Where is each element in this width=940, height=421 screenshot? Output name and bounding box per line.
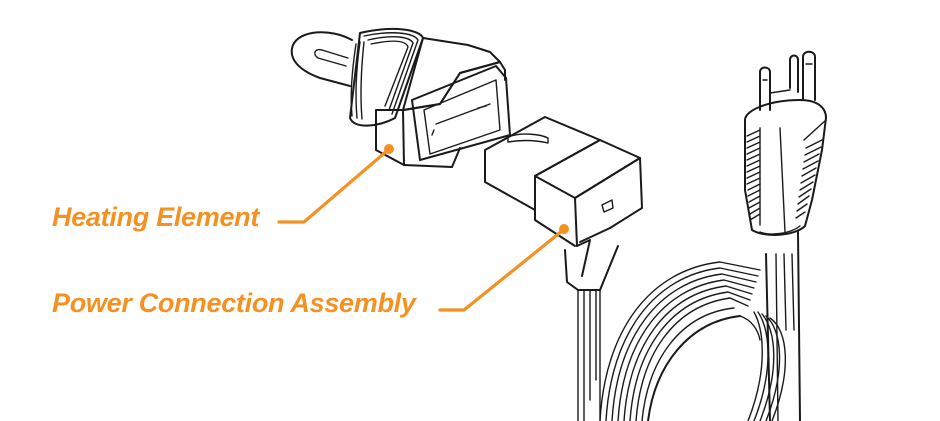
power-connector-drawing xyxy=(484,116,643,421)
leader-dot xyxy=(559,224,569,234)
label-heating-element: Heating Element xyxy=(52,202,260,232)
leader-power-connection xyxy=(438,224,569,312)
plug-grip-ridges xyxy=(746,129,823,221)
leader-dot xyxy=(384,144,394,154)
leader-line xyxy=(277,148,390,224)
coiled-cord-drawing xyxy=(599,231,801,421)
label-power-connection-assembly: Power Connection Assembly xyxy=(52,288,416,318)
thread-rings xyxy=(349,27,424,127)
plug-drawing xyxy=(744,50,827,236)
leader-line xyxy=(438,229,564,312)
heating-element-drawing xyxy=(290,27,511,168)
leader-heating-element xyxy=(277,144,394,224)
